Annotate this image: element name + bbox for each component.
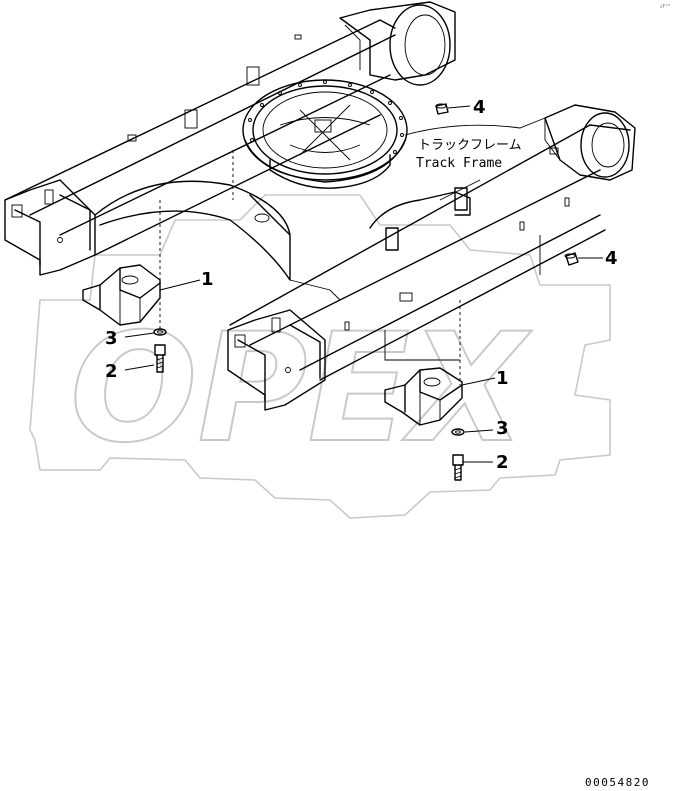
plug-lower	[564, 252, 579, 266]
carrier-roller-bracket	[369, 179, 481, 251]
callout-part-2: 2	[496, 452, 509, 473]
washer-right	[451, 428, 465, 436]
bolt-right	[452, 454, 464, 481]
washer-left	[153, 328, 167, 336]
callout-part-1: 1	[201, 269, 214, 290]
track-guard-left	[82, 264, 161, 326]
watermark-gear-outline	[29, 194, 611, 519]
bolt-left	[154, 344, 166, 373]
track-frame-label-jp: トラックフレーム	[418, 138, 522, 153]
callouts: 1 3 2 4 1 3 2 4	[105, 97, 618, 473]
callout-part-2: 2	[105, 361, 118, 382]
callout-part-4: 4	[473, 97, 486, 118]
callout-part-1: 1	[496, 368, 509, 389]
callout-part-4: 4	[605, 248, 618, 269]
left-track-frame-beam	[4, 1, 456, 276]
center-frame-body	[94, 79, 408, 330]
track-guard-right	[384, 367, 463, 426]
plug-upper	[435, 103, 449, 115]
track-frame-label-en: Track Frame	[416, 156, 502, 171]
leader-lines	[124, 105, 603, 463]
document-number: 00054820	[585, 776, 650, 789]
right-track-frame-beam	[227, 104, 636, 411]
corner-mark: ∂F°°	[660, 4, 671, 10]
swing-circle-bolts	[248, 80, 404, 154]
callout-part-3: 3	[105, 328, 118, 349]
callout-part-3: 3	[496, 418, 509, 439]
